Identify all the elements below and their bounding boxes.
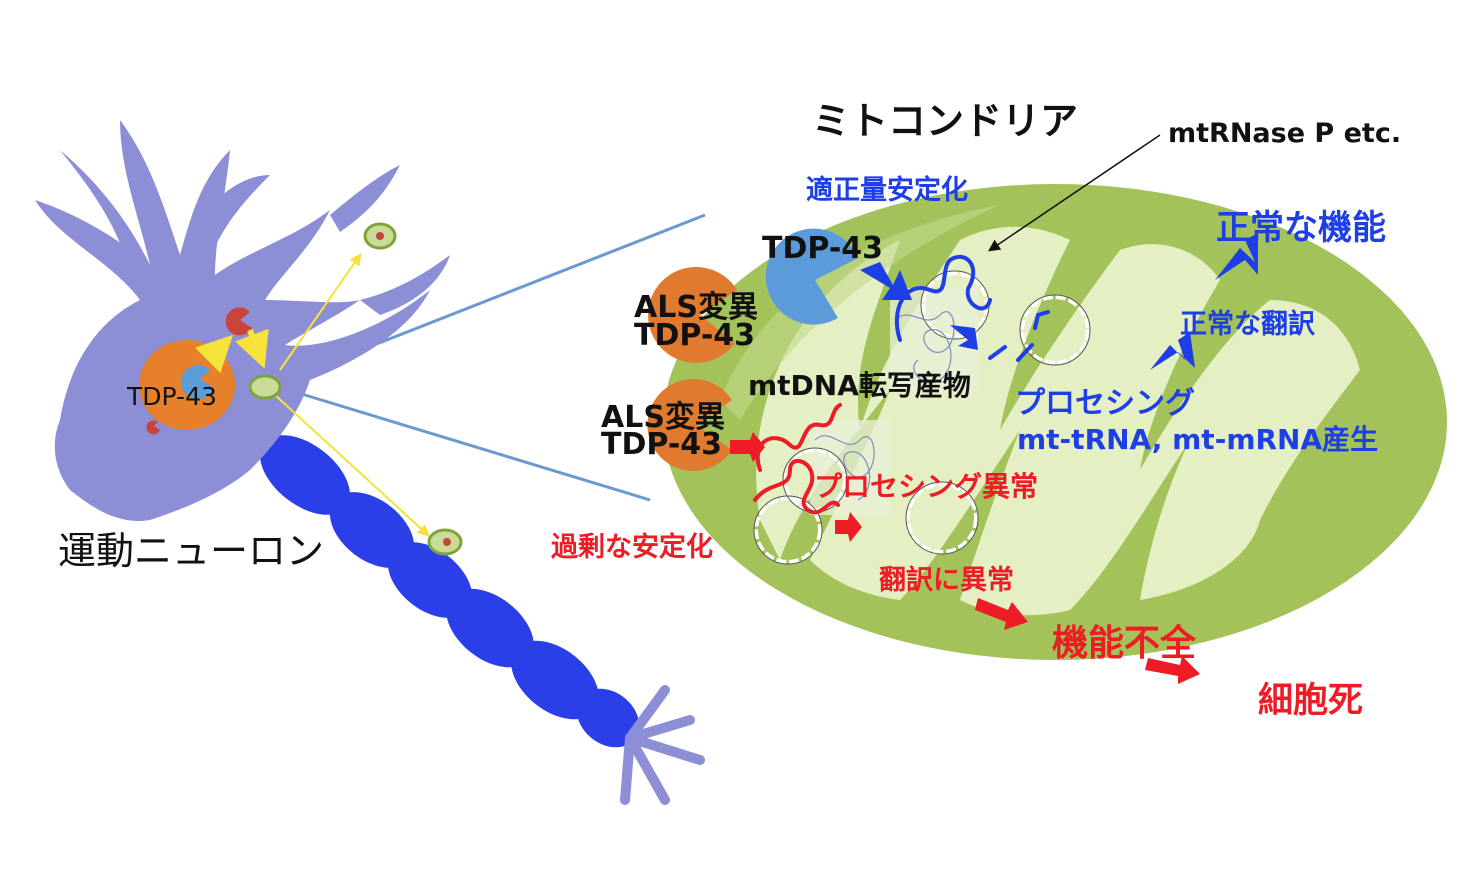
transcript-box-1 xyxy=(890,288,978,393)
label-dysfunction: 機能不全 xyxy=(1052,623,1197,664)
abnormal-arrows xyxy=(730,432,1200,684)
axon xyxy=(260,435,640,748)
mutant-label-1a: ALS変異 xyxy=(634,290,758,325)
transcript-threads xyxy=(814,311,955,501)
tdp43-mutant-icon-1 xyxy=(648,266,737,363)
transcript-label: mtDNA転写産物 xyxy=(748,369,971,402)
label-normal-function: 正常な機能 xyxy=(1216,208,1386,248)
label-normal-translation: 正常な翻訳 xyxy=(1180,309,1315,340)
tdp43-mutant-icon-2 xyxy=(647,379,732,471)
neuron-mitochondrion xyxy=(248,222,463,556)
tdp43-nuclear-icon xyxy=(181,365,214,400)
mutant-label-2a: ALS変異 xyxy=(601,400,725,435)
label-cell-death: 細胞死 xyxy=(1258,681,1364,721)
label-over-stabilize: 過剰な安定化 xyxy=(551,532,713,563)
label-translation-error: 翻訳に異常 xyxy=(879,565,1014,596)
mutant-label-1b: TDP-43 xyxy=(634,318,756,353)
motor-neuron-label: 運動ニューロン xyxy=(58,529,325,573)
tdp43-normal-icon xyxy=(765,228,858,325)
neuron-tdp-label: TDP-43 xyxy=(127,382,217,411)
tdp43-small-icon xyxy=(146,420,160,435)
tdp43-cytoplasm-icon xyxy=(225,307,252,336)
abnormal-rna xyxy=(753,403,842,515)
mitochondria-title: ミトコンドリア xyxy=(812,99,1079,143)
label-processing: プロセシング xyxy=(1015,386,1195,421)
mutant-label-2b: TDP-43 xyxy=(601,427,723,462)
rnase-arrow xyxy=(988,134,1161,252)
rnase-label: mtRNase P etc. xyxy=(1168,118,1402,149)
soma xyxy=(35,120,450,521)
normal-arrows xyxy=(860,233,1258,370)
label-products: mt-tRNA, mt-mRNA産生 xyxy=(1017,423,1379,456)
label-processing-error: プロセシング異常 xyxy=(814,470,1039,503)
label-tdp-normal: TDP-43 xyxy=(762,231,884,266)
axon-terminal xyxy=(620,685,705,805)
transport-arrows xyxy=(194,328,269,374)
mito-transport-lines xyxy=(274,253,430,537)
label-stabilize: 適正量安定化 xyxy=(806,175,968,206)
motor-neuron xyxy=(35,120,705,805)
